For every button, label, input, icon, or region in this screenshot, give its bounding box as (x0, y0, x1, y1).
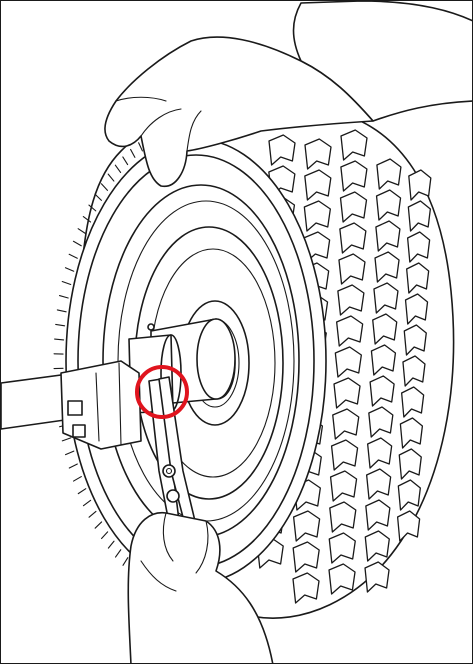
tread-block (329, 470, 358, 502)
frame-arm (1, 360, 142, 450)
tread-block (337, 284, 365, 316)
sidewall-tooth (61, 437, 72, 442)
sidewall-tooth (107, 540, 115, 549)
tread-block (403, 324, 427, 356)
sidewall-tooth (138, 142, 143, 152)
tread-block (375, 220, 401, 252)
tread-block (334, 346, 362, 378)
sidewall-tooth (72, 476, 82, 482)
tread-block (399, 417, 424, 449)
tread-block (406, 262, 430, 294)
tread-block (292, 541, 320, 573)
tread-block (268, 134, 296, 166)
tread-block (365, 499, 391, 531)
tread-block (328, 563, 356, 595)
sidewall-tooth (68, 253, 78, 259)
tread-block (368, 406, 394, 438)
tread-block (333, 377, 361, 409)
sidewall-tooth (100, 183, 109, 191)
tread-block (292, 572, 320, 604)
tread-block (372, 313, 398, 345)
sidewall-tooth (122, 557, 129, 566)
sidewall-tooth (82, 216, 92, 223)
tread-block (340, 160, 368, 192)
sidewall-tooth (88, 204, 97, 212)
tread-block (373, 282, 399, 314)
sidewall-tooth (82, 499, 92, 507)
tread-block (402, 355, 426, 387)
tread-block (370, 344, 397, 376)
sidewall-tooth (94, 193, 102, 201)
tread-block (365, 468, 392, 500)
tread-block (330, 439, 359, 471)
sidewall-tooth (64, 450, 75, 456)
sidewall-tooth (68, 463, 78, 469)
tread-block (292, 510, 321, 542)
tread-block (303, 200, 331, 232)
tread-block (366, 437, 393, 469)
sidewall-tooth (64, 267, 75, 272)
sidewall-tooth (54, 338, 65, 341)
tread-block (340, 129, 368, 161)
tread-block (369, 375, 395, 407)
tread-block (332, 408, 360, 440)
tread-block (407, 200, 431, 232)
sidewall-tooth (58, 295, 69, 299)
tread-block (336, 315, 364, 347)
sidewall-tooth (107, 173, 115, 182)
sidewall-tooth (122, 156, 129, 166)
highlight-circle (135, 365, 189, 419)
tread-block (398, 448, 422, 480)
tread-block (376, 158, 402, 190)
tread-block (364, 561, 390, 593)
sidewall-tooth (94, 521, 103, 529)
tread-block (397, 479, 421, 511)
tread-block (406, 231, 431, 263)
tread-block (304, 138, 332, 170)
tread-block (396, 510, 421, 542)
tread-block (408, 169, 432, 201)
sidewall-tooth (56, 309, 67, 313)
tread-block (328, 532, 356, 564)
tread-block (404, 293, 429, 325)
sidewall-tooth (88, 510, 97, 518)
sidewall-tooth (114, 549, 122, 558)
tread-block (338, 253, 366, 285)
sidewall-tooth (77, 488, 87, 495)
sidewall-tooth (77, 228, 87, 235)
tread-block (339, 191, 368, 223)
tread-block (329, 501, 357, 533)
sidewall-tooth (101, 531, 109, 540)
tread-block (339, 222, 367, 254)
tread-block (400, 386, 425, 418)
sidewall-tooth (72, 240, 82, 247)
sidewall-tooth (55, 323, 66, 327)
tread-block (374, 251, 400, 283)
sidewall-tooth (61, 280, 72, 286)
tread-block (364, 530, 390, 562)
sidewall-tooth (114, 164, 122, 174)
upper-hand (104, 1, 472, 187)
lower-hand (127, 512, 274, 663)
tread-block (375, 189, 402, 221)
sidewall-tooth (130, 148, 136, 158)
tread-block (304, 169, 332, 201)
